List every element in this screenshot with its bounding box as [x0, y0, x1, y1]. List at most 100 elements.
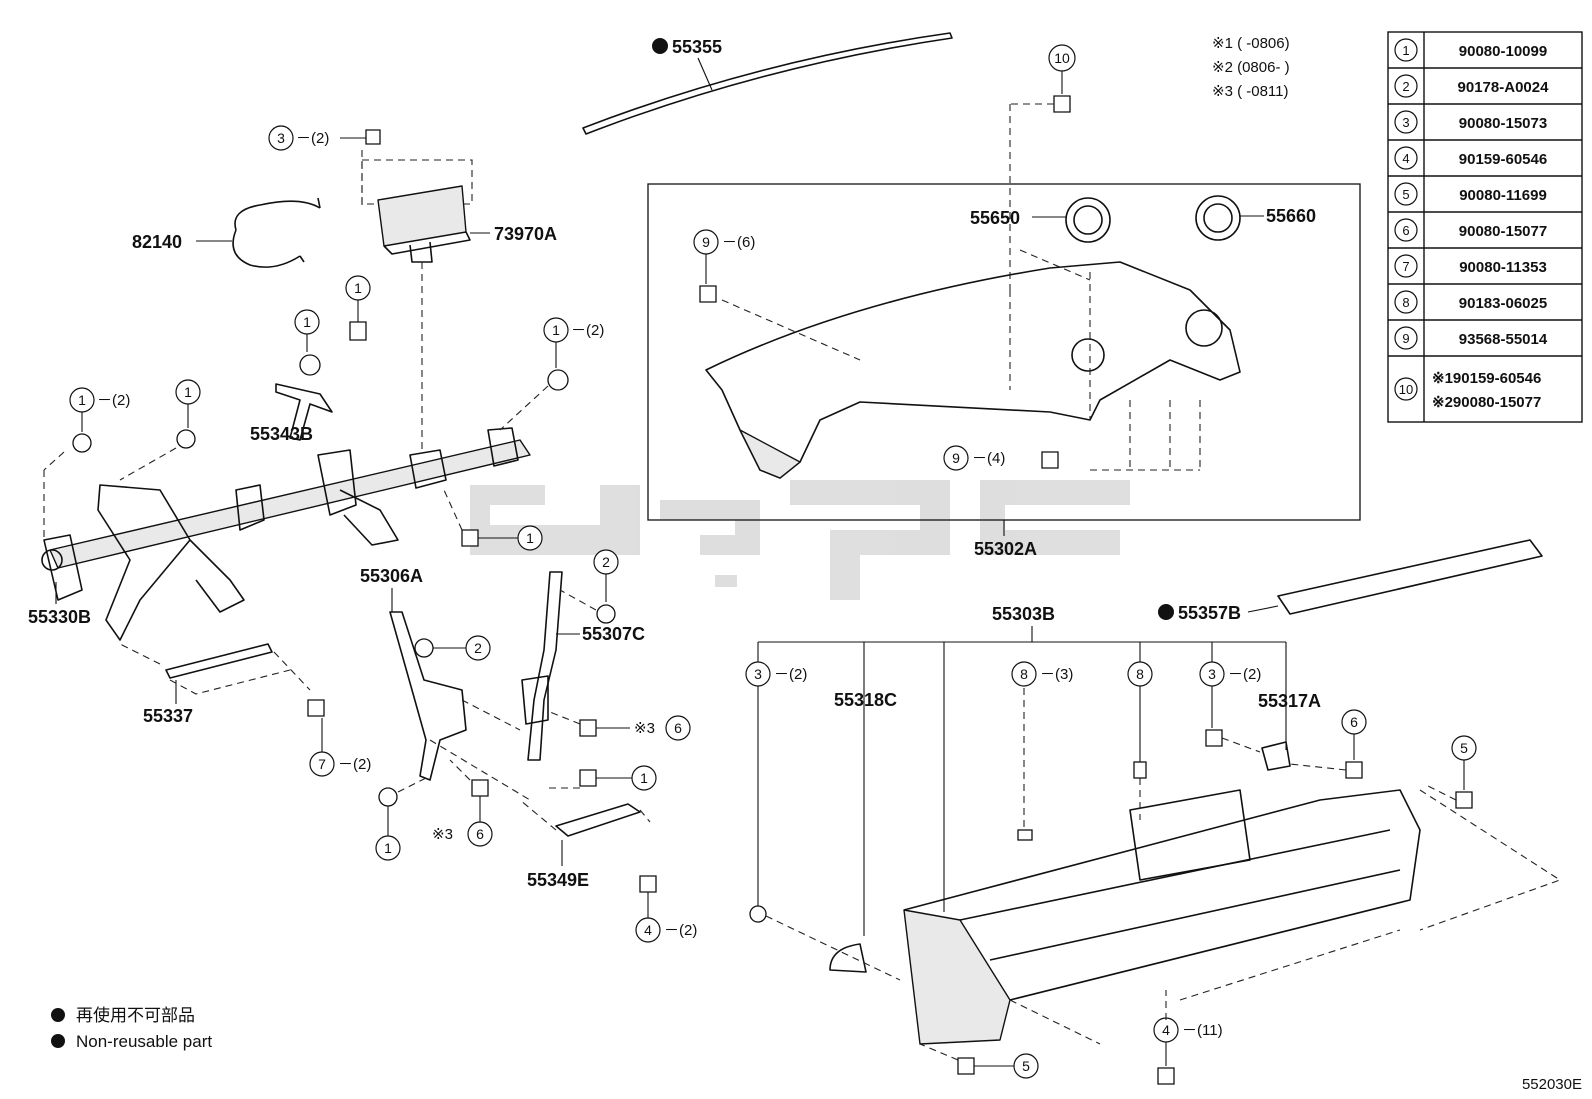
- svg-text:55303B[interactable]: 55303B: [992, 604, 1055, 624]
- callout-10: 10: [1009, 44, 1076, 290]
- table-part-number: 90080-11353: [1459, 259, 1547, 276]
- label-55318C[interactable]: 55318C: [834, 690, 897, 710]
- callout-8-a: 8 －(3): [1011, 661, 1073, 841]
- part-55302A-upper-panel[interactable]: [705, 249, 1241, 479]
- label-55349E[interactable]: 55349E: [527, 870, 589, 890]
- label-82140[interactable]: 82140: [132, 232, 182, 252]
- table-part-number: 90080-10099: [1459, 43, 1547, 60]
- svg-text:－(2): －(2): [296, 130, 329, 147]
- table-item-number: 7: [1402, 259, 1409, 274]
- part-55355-strip[interactable]: [582, 32, 953, 135]
- svg-text:6: 6: [1350, 714, 1358, 730]
- part-55650-register[interactable]: [1065, 197, 1111, 243]
- svg-text:－(11): －(11): [1182, 1022, 1223, 1039]
- label-55330B[interactable]: 55330B: [28, 607, 91, 627]
- callout-1-f: 1: [443, 489, 543, 551]
- callout-4-b: 4 －(11): [1153, 990, 1223, 1085]
- callout-5-b: 5: [919, 1043, 1039, 1079]
- legend-en: Non-reusable part: [76, 1032, 212, 1051]
- svg-text:3: 3: [1208, 666, 1216, 682]
- part-55337-strip[interactable]: [119, 643, 311, 695]
- diagram-code: 552030E: [1522, 1076, 1582, 1093]
- part-55307C-brace[interactable]: [521, 571, 563, 761]
- table-part-number: 90178-A0024: [1458, 79, 1550, 96]
- legend-jp: 再使用不可部品: [76, 1005, 195, 1025]
- table-item-number: 4: [1402, 151, 1409, 166]
- notes: ※1 ( -0806) ※2 (0806- ) ※3 ( -0811): [1212, 35, 1290, 100]
- callout-9-b: 9 －(4): [943, 445, 1059, 471]
- svg-text:1: 1: [640, 770, 648, 786]
- table-item-number: 8: [1402, 295, 1409, 310]
- table-part-number: ※190159-60546: [1432, 370, 1541, 387]
- label-55306A[interactable]: 55306A: [360, 566, 423, 586]
- label-55357B: 55357B: [1158, 603, 1279, 623]
- part-55330B-beam[interactable]: [41, 427, 531, 641]
- table-part-number: 93568-55014: [1459, 331, 1548, 348]
- svg-text:2: 2: [602, 554, 610, 570]
- note-3: ※3 ( -0811): [1212, 83, 1289, 100]
- label-55337[interactable]: 55337: [143, 706, 193, 726]
- svg-text:7: 7: [318, 756, 326, 772]
- label-55302A[interactable]: 55302A: [974, 539, 1037, 559]
- part-55343B-bracket[interactable]: [275, 383, 333, 441]
- callout-3-left: 3 －(2): [745, 661, 901, 981]
- label-73970A[interactable]: 73970A: [494, 224, 557, 244]
- svg-text:－(2): －(2): [1228, 666, 1261, 683]
- svg-text:55357B[interactable]: 55357B: [1178, 603, 1241, 623]
- parts-table-row: 8 90183-06025: [1388, 283, 1582, 314]
- callout-1-h: 1: [375, 775, 431, 861]
- svg-text:4: 4: [1162, 1022, 1170, 1038]
- callout-3-right: 3 －(2): [1199, 661, 1291, 771]
- svg-text:5: 5: [1022, 1058, 1030, 1074]
- svg-text:1: 1: [354, 280, 362, 296]
- svg-text:1: 1: [526, 530, 534, 546]
- svg-text:－(2): －(2): [97, 392, 130, 409]
- part-55306A-brace[interactable]: [389, 611, 531, 801]
- callout-6-b: ※3 6: [432, 759, 493, 847]
- part-82140-harness[interactable]: [232, 197, 321, 268]
- label-55355: 55355: [652, 37, 722, 91]
- svg-text:1: 1: [303, 314, 311, 330]
- callout-1-e: 1: [119, 379, 201, 481]
- table-part-number: 90183-06025: [1459, 295, 1547, 312]
- part-55349E-bracket[interactable]: [519, 799, 651, 837]
- svg-text:3: 3: [754, 666, 762, 682]
- callout-2-b: 2: [559, 549, 619, 624]
- label-55317A[interactable]: 55317A: [1258, 691, 1321, 711]
- svg-text:－(2): －(2): [571, 322, 604, 339]
- callout-4-a: 4 －(2): [635, 875, 697, 943]
- label-55343B[interactable]: 55343B: [250, 424, 313, 444]
- callout-9-a: 9 －(6): [693, 229, 755, 303]
- svg-text:－(2): －(2): [774, 666, 807, 683]
- svg-text:1: 1: [552, 322, 560, 338]
- part-55303B-reinforcement[interactable]: [903, 789, 1562, 1045]
- part-73970A-module[interactable]: [361, 159, 473, 450]
- label-55307C[interactable]: 55307C: [582, 624, 645, 644]
- svg-text:9: 9: [952, 450, 960, 466]
- svg-text:4: 4: [644, 922, 652, 938]
- part-number[interactable]: 55355: [672, 37, 722, 57]
- note-2: ※2 (0806- ): [1212, 59, 1290, 76]
- part-55318C-clip[interactable]: [829, 943, 867, 973]
- svg-text:－(3): －(3): [1040, 666, 1073, 683]
- parts-table-row: 10※190159-60546※290080-15077: [1388, 355, 1582, 411]
- label-55660[interactable]: 55660: [1266, 206, 1316, 226]
- svg-text:8: 8: [1020, 666, 1028, 682]
- svg-text:6: 6: [674, 720, 682, 736]
- callout-1-g: 1: [548, 765, 657, 791]
- callout-1-c: 1 －(2): [499, 317, 604, 431]
- svg-text:※3: ※3: [634, 720, 655, 737]
- part-55357B-strip[interactable]: [1277, 539, 1543, 615]
- svg-text:1: 1: [78, 392, 86, 408]
- callout-6-c: 6: [1289, 709, 1367, 779]
- label-55650[interactable]: 55650: [970, 208, 1020, 228]
- callout-5-a: 5: [1427, 735, 1477, 809]
- svg-text:※3: ※3: [432, 826, 453, 843]
- part-55660-register[interactable]: [1195, 195, 1241, 241]
- callout-1-a: 1: [345, 275, 371, 341]
